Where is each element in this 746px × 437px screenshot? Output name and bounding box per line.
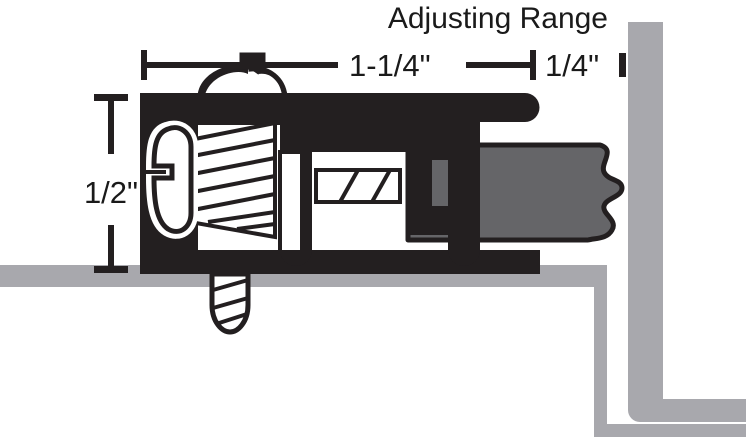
door-jamb-group <box>594 22 746 437</box>
page-title: Adjusting Range <box>388 2 608 35</box>
mounting-screw <box>209 271 251 335</box>
screw-tip-thread <box>314 168 402 204</box>
dim-adjust-tick-right <box>619 53 626 77</box>
door-jamb-vertical <box>628 22 746 422</box>
housing-bottom-slab <box>140 250 540 274</box>
dim-height-cap-bottom <box>94 266 128 273</box>
housing-extrusion <box>140 52 540 274</box>
screw-head-clearance <box>145 120 198 239</box>
dim-height-label: 1/2" <box>84 175 138 210</box>
dim-width-tick-right <box>530 50 536 80</box>
screw-washer-slot <box>278 150 304 254</box>
seal-retainer-hook <box>408 133 478 235</box>
dimension-height: 1/2" <box>84 94 138 273</box>
dimension-width: 1-1/4" <box>141 48 536 83</box>
top-screw-head-outline <box>197 52 288 97</box>
dim-width-line-left <box>144 62 338 68</box>
housing-top-inner <box>140 93 480 125</box>
dim-height-line-top <box>108 94 114 154</box>
screw-thread-lines <box>192 138 276 231</box>
dim-width-label: 1-1/4" <box>349 48 431 83</box>
door-panel-joint <box>594 265 607 287</box>
screw-head-profile <box>151 125 194 234</box>
top-screw-head-face <box>205 64 282 95</box>
dim-height-line-bottom <box>108 225 114 273</box>
screw-tip-thread-lines <box>338 169 392 203</box>
dim-width-line-right <box>466 62 536 68</box>
dim-adjust-label: 1/4" <box>545 48 599 83</box>
mounting-screw-threads <box>212 278 249 326</box>
dimension-adjust: 1/4" <box>545 48 626 83</box>
